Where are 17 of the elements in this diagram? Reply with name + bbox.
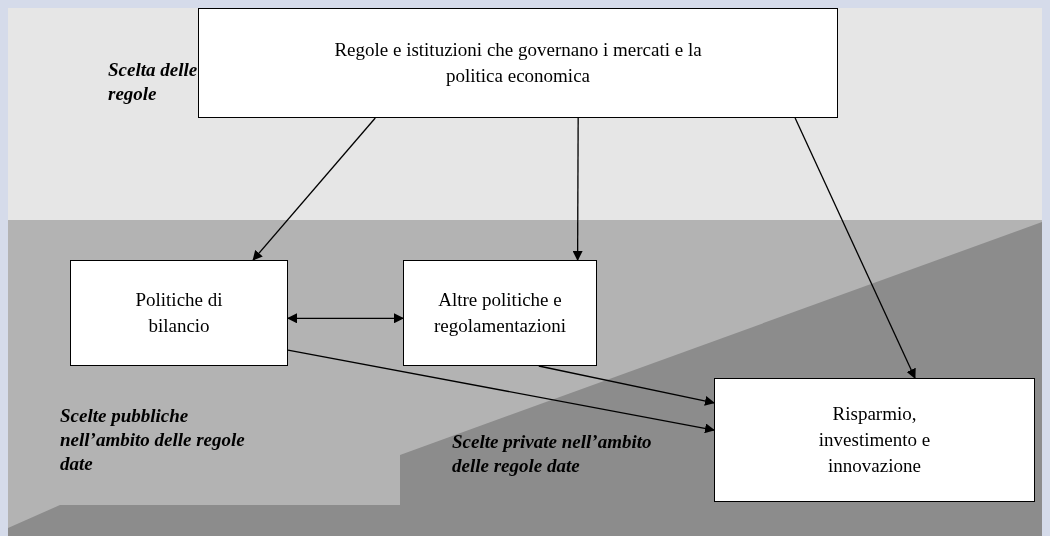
process-box [403,260,597,366]
process-box [714,378,1035,502]
area-label: Scelta delle regole [108,58,199,106]
process-box [70,260,288,366]
box-text: Risparmio, investimento e innovazione [817,402,932,478]
arrow [287,349,715,434]
process-box [198,8,838,118]
arrow [794,117,916,379]
arrow [572,117,583,261]
area-label: Scelte pubbliche nell’ambito delle regole date [60,404,246,476]
area-label: Scelte private nell’ambito delle regole date [452,430,652,478]
arrow [538,365,715,406]
box-text: Politiche di bilancio [134,288,224,338]
box-text: Regole e istituzioni che governano i mercati e la politica economica [333,38,703,88]
box-text: Altre politiche e regolamentazioni [433,288,567,338]
arrow [252,117,376,261]
arrow [287,313,404,324]
